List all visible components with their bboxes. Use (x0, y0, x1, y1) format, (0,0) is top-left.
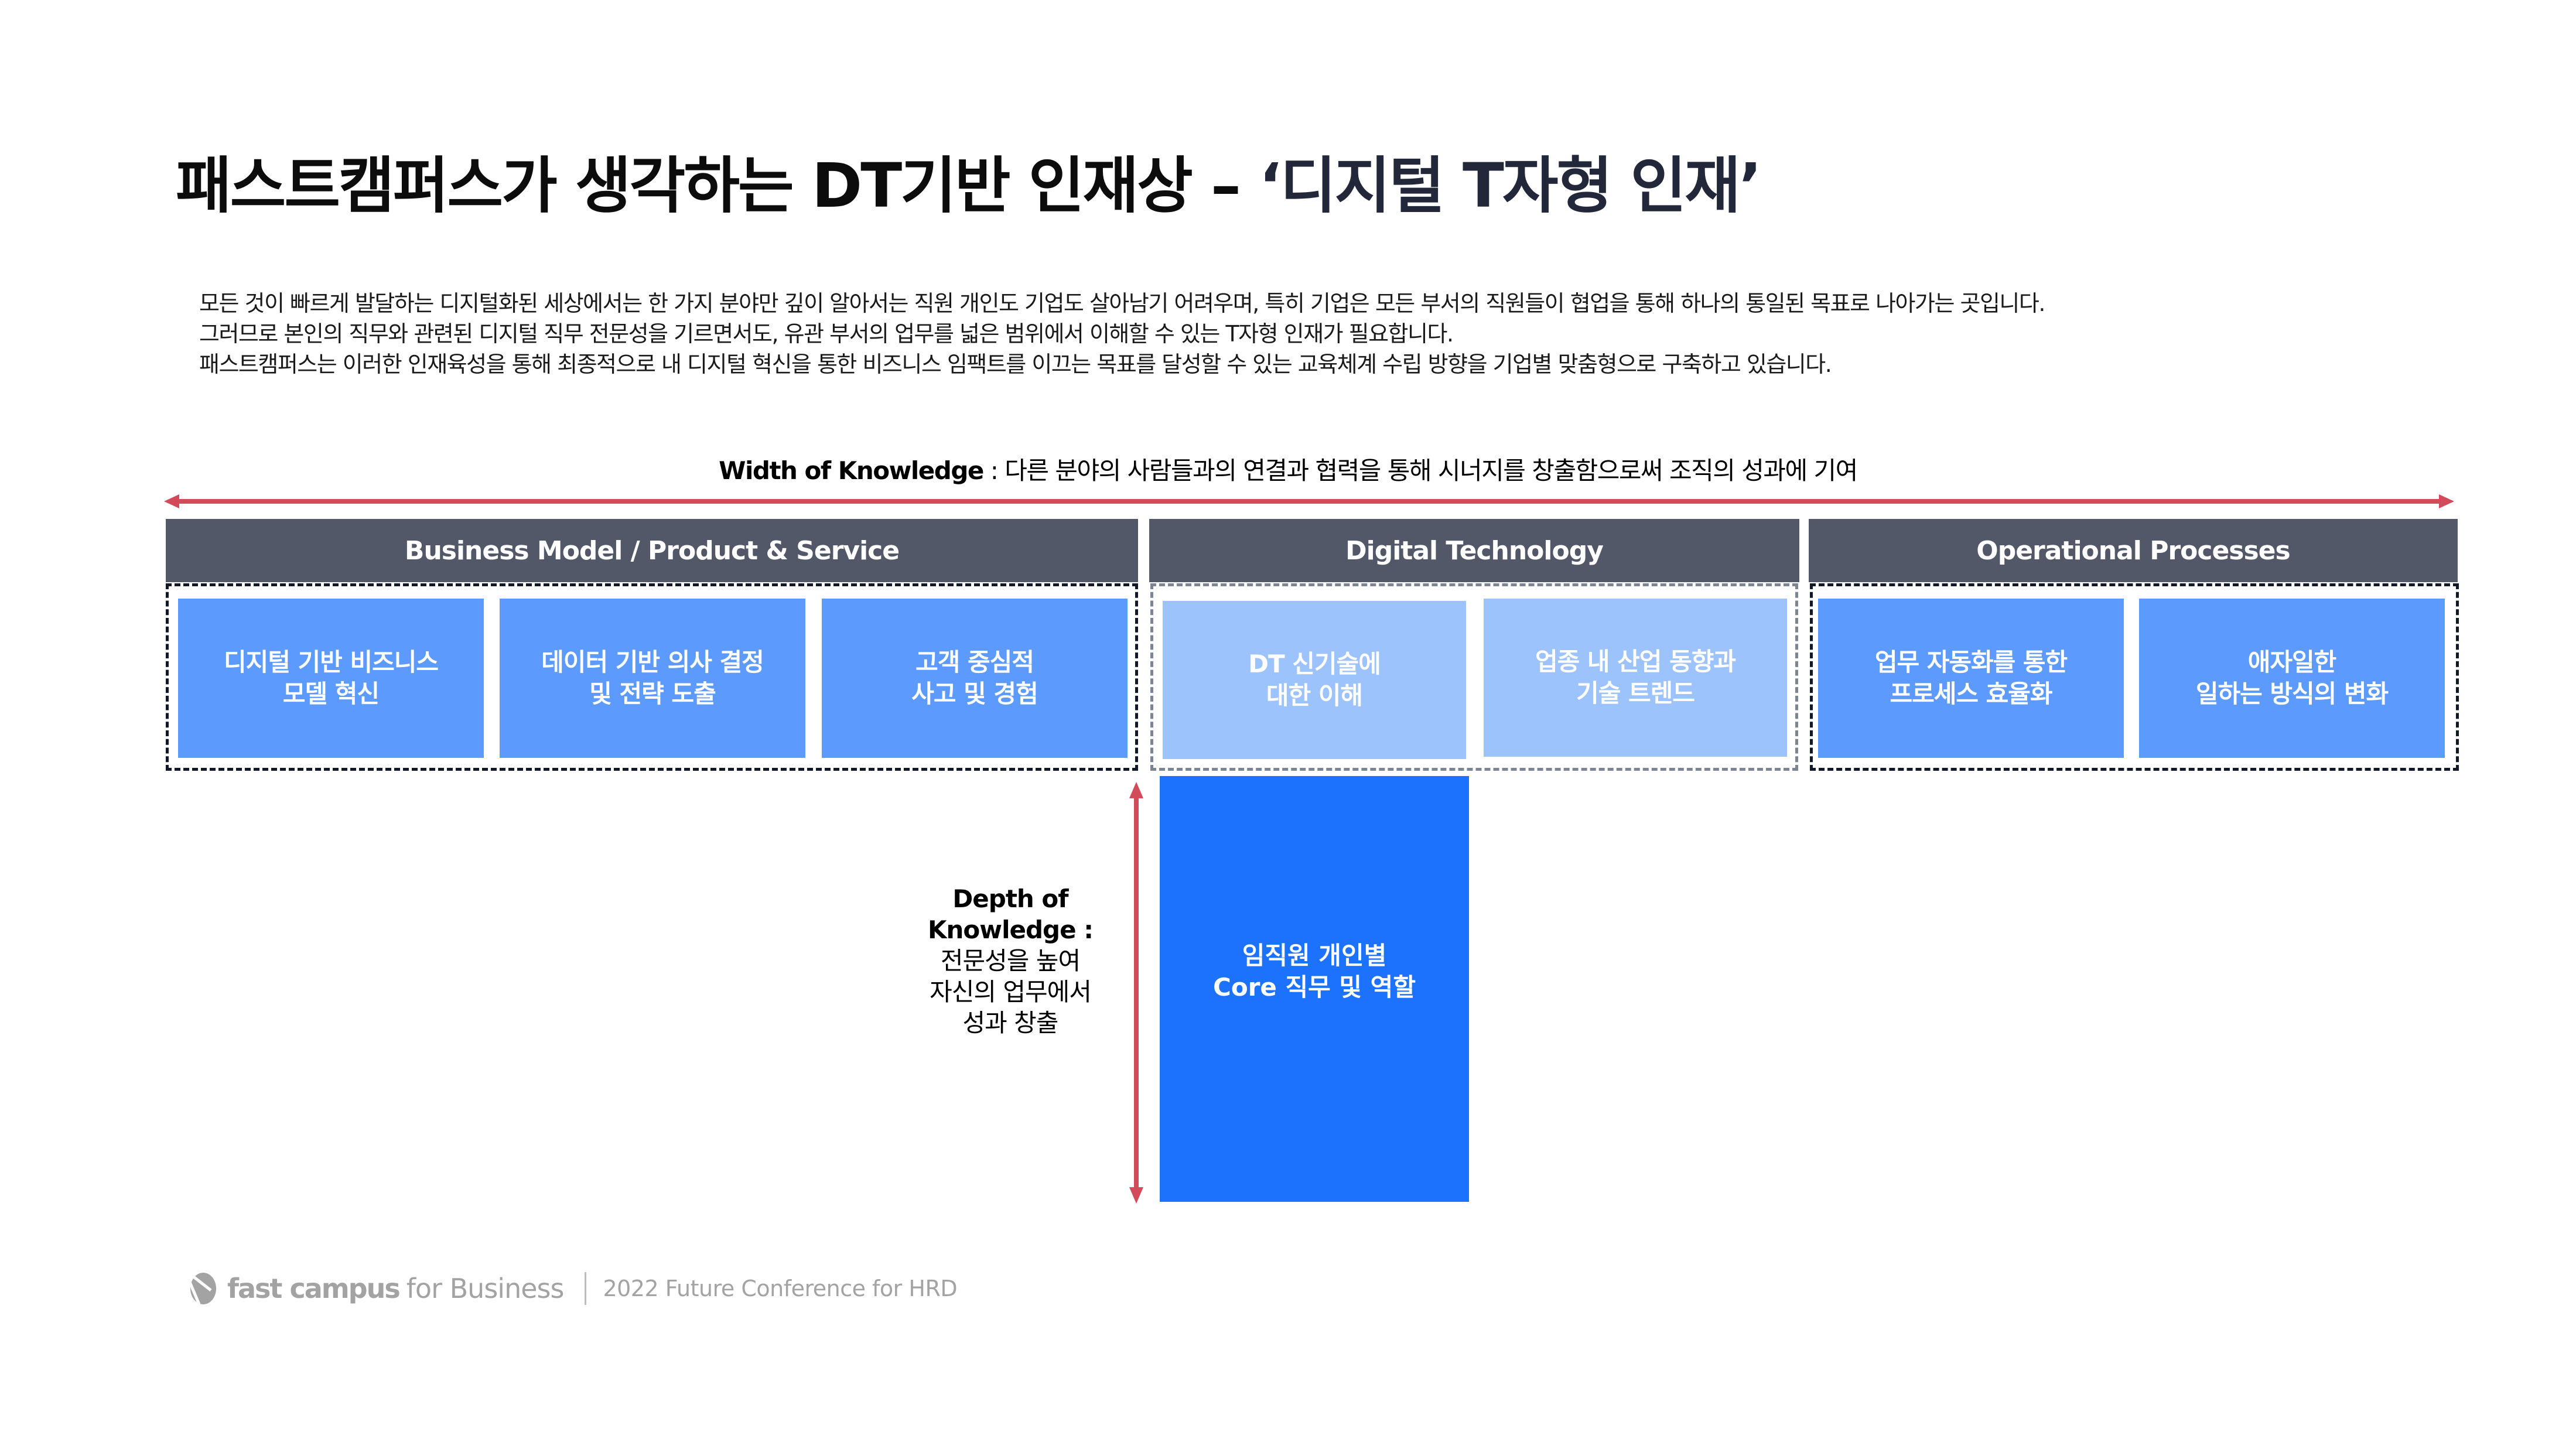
card-text-line: 업종 내 산업 동향과 (1535, 647, 1736, 676)
card-text-line: 프로세스 효율화 (1890, 679, 2052, 708)
card-text-line: 업무 자동화를 통한 (1874, 648, 2068, 676)
group-business-model (166, 583, 1138, 771)
footer-conference: 2022 Future Conference for HRD (603, 1276, 958, 1301)
intro-line: 모든 것이 빠르게 발달하는 디지털화된 세상에서는 한 가지 분야만 깊이 알… (199, 291, 2045, 316)
card-text-line: 고객 중심적 (915, 648, 1034, 676)
width-of-knowledge-label: Width of Knowledge : 다른 분야의 사람들과의 연결과 협력… (0, 451, 2576, 487)
vertical-double-arrow-icon (1129, 782, 1143, 1204)
horizontal-double-arrow-icon (164, 494, 2454, 508)
card-text-line: 디지털 기반 비즈니스 (223, 648, 439, 676)
header-business-model: Business Model / Product & Service (166, 519, 1138, 582)
group-digital-technology (1150, 583, 1798, 771)
core-text-line: Core 직무 및 역할 (1213, 972, 1416, 1002)
depth-label-line: 성과 창출 (962, 1009, 1059, 1037)
card-text-line: 및 전략 도출 (589, 679, 716, 708)
footer-divider (585, 1272, 587, 1305)
depth-label-line: 자신의 업무에서 (930, 978, 1092, 1006)
header-label: Business Model / Product & Service (404, 535, 900, 566)
page-title-accent: ‘디지털 T자형 인재’ (1259, 150, 1762, 221)
core-role-box: 임직원 개인별 Core 직무 및 역할 (1160, 776, 1469, 1202)
card-text-line: 기술 트렌드 (1576, 679, 1695, 708)
core-text-line: 임직원 개인별 (1242, 941, 1387, 970)
intro-paragraph: 모든 것이 빠르게 발달하는 디지털화된 세상에서는 한 가지 분야만 깊이 알… (199, 288, 2425, 380)
footer: fast campus for Business 2022 Future Con… (185, 1270, 958, 1307)
depth-label-title: Knowledge : (927, 915, 1094, 944)
width-label-title: Width of Knowledge (719, 456, 984, 485)
header-label: Digital Technology (1345, 535, 1604, 566)
card-text-line: 대한 이해 (1266, 681, 1363, 710)
header-label: Operational Processes (1976, 535, 2290, 566)
card-text-line: 일하는 방식의 변화 (2195, 679, 2389, 708)
card-text-line: 모델 혁신 (282, 679, 380, 708)
depth-label-line: 전문성을 높여 (940, 946, 1081, 975)
card-text-line: 애자일한 (2247, 648, 2337, 676)
card-text-line: 데이터 기반 의사 결정 (541, 648, 764, 676)
depth-label-title: Depth of (952, 884, 1068, 913)
fastcampus-logo-icon (188, 1273, 216, 1305)
intro-line: 패스트캠퍼스는 이러한 인재육성을 통해 최종적으로 내 디지털 혁신을 통한 … (199, 351, 1832, 377)
depth-of-knowledge-label: Depth of Knowledge : 전문성을 높여 자신의 업무에서 성과… (914, 883, 1107, 1038)
header-operational-processes: Operational Processes (1809, 519, 2458, 582)
footer-brand-sub: for Business (406, 1273, 565, 1304)
page-title: 패스트캠퍼스가 생각하는 DT기반 인재상 – ‘디지털 T자형 인재’ (176, 136, 1762, 224)
width-label-description: 다른 분야의 사람들과의 연결과 협력을 통해 시너지를 창출함으로써 조직의 … (1005, 456, 1858, 485)
page-title-main: 패스트캠퍼스가 생각하는 DT기반 인재상 – (176, 150, 1259, 221)
intro-line: 그러므로 본인의 직무와 관련된 디지털 직무 전문성을 기르면서도, 유관 부… (199, 321, 1454, 347)
header-digital-technology: Digital Technology (1149, 519, 1799, 582)
card-text-line: DT 신기술에 (1248, 650, 1381, 678)
card-text-line: 사고 및 경험 (911, 679, 1038, 708)
width-label-separator: : (983, 456, 1005, 485)
footer-brand: fast campus (227, 1273, 401, 1304)
group-operational-processes (1810, 583, 2459, 771)
